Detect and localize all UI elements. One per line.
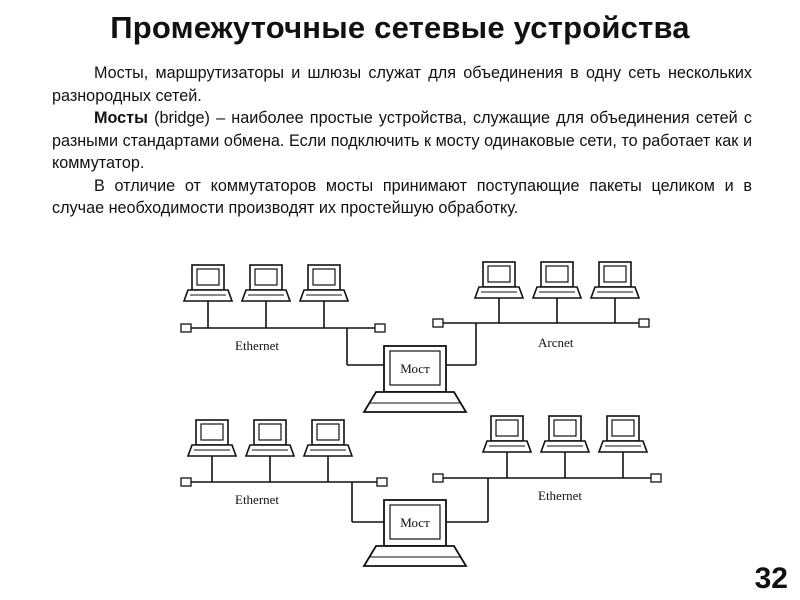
computer-icon (474, 261, 524, 299)
paragraph-2: Мосты (bridge) – наиболее простые устрой… (52, 107, 752, 175)
computer-icon (532, 261, 582, 299)
computer-icon (590, 261, 640, 299)
terminator-icon (650, 473, 662, 483)
network-label-bottom-right: Ethernet (538, 488, 582, 503)
computer-icon (598, 415, 648, 453)
computer-icon (299, 264, 349, 302)
computer-icon (303, 419, 353, 457)
slide-body-text: Мосты, маршрутизаторы и шлюзы служат для… (52, 62, 752, 220)
computer-icon (540, 415, 590, 453)
terminator-icon (180, 323, 192, 333)
page-number: 32 (754, 562, 788, 595)
computer-icon (241, 264, 291, 302)
network-label-top-right: Arcnet (538, 335, 574, 350)
terminator-icon (432, 473, 444, 483)
computer-icon (482, 415, 532, 453)
slide-title: Промежуточные сетевые устройства (110, 10, 690, 45)
bridges-term: Мосты (94, 109, 148, 127)
computer-icon (187, 419, 237, 457)
bridge-device-bottom: Мост (362, 499, 468, 567)
terminator-icon (180, 477, 192, 487)
bridge-label: Мост (400, 515, 430, 530)
bridge-english-term: (bridge) (154, 109, 210, 127)
computer-icon (183, 264, 233, 302)
paragraph-2-rest: – наиболее простые устройства, служащие … (52, 109, 752, 172)
bridge-device-top: Мост (362, 345, 468, 413)
bridge-label: Мост (400, 361, 430, 376)
network-label-top-left: Ethernet (235, 338, 279, 353)
network-label-bottom-left: Ethernet (235, 492, 279, 507)
paragraph-3: В отличие от коммутаторов мосты принимаю… (52, 176, 752, 218)
terminator-icon (376, 477, 388, 487)
terminator-icon (374, 323, 386, 333)
terminator-icon (638, 318, 650, 328)
computer-icon (245, 419, 295, 457)
paragraph-1: Мосты, маршрутизаторы и шлюзы служат для… (52, 64, 752, 105)
terminator-icon (432, 318, 444, 328)
